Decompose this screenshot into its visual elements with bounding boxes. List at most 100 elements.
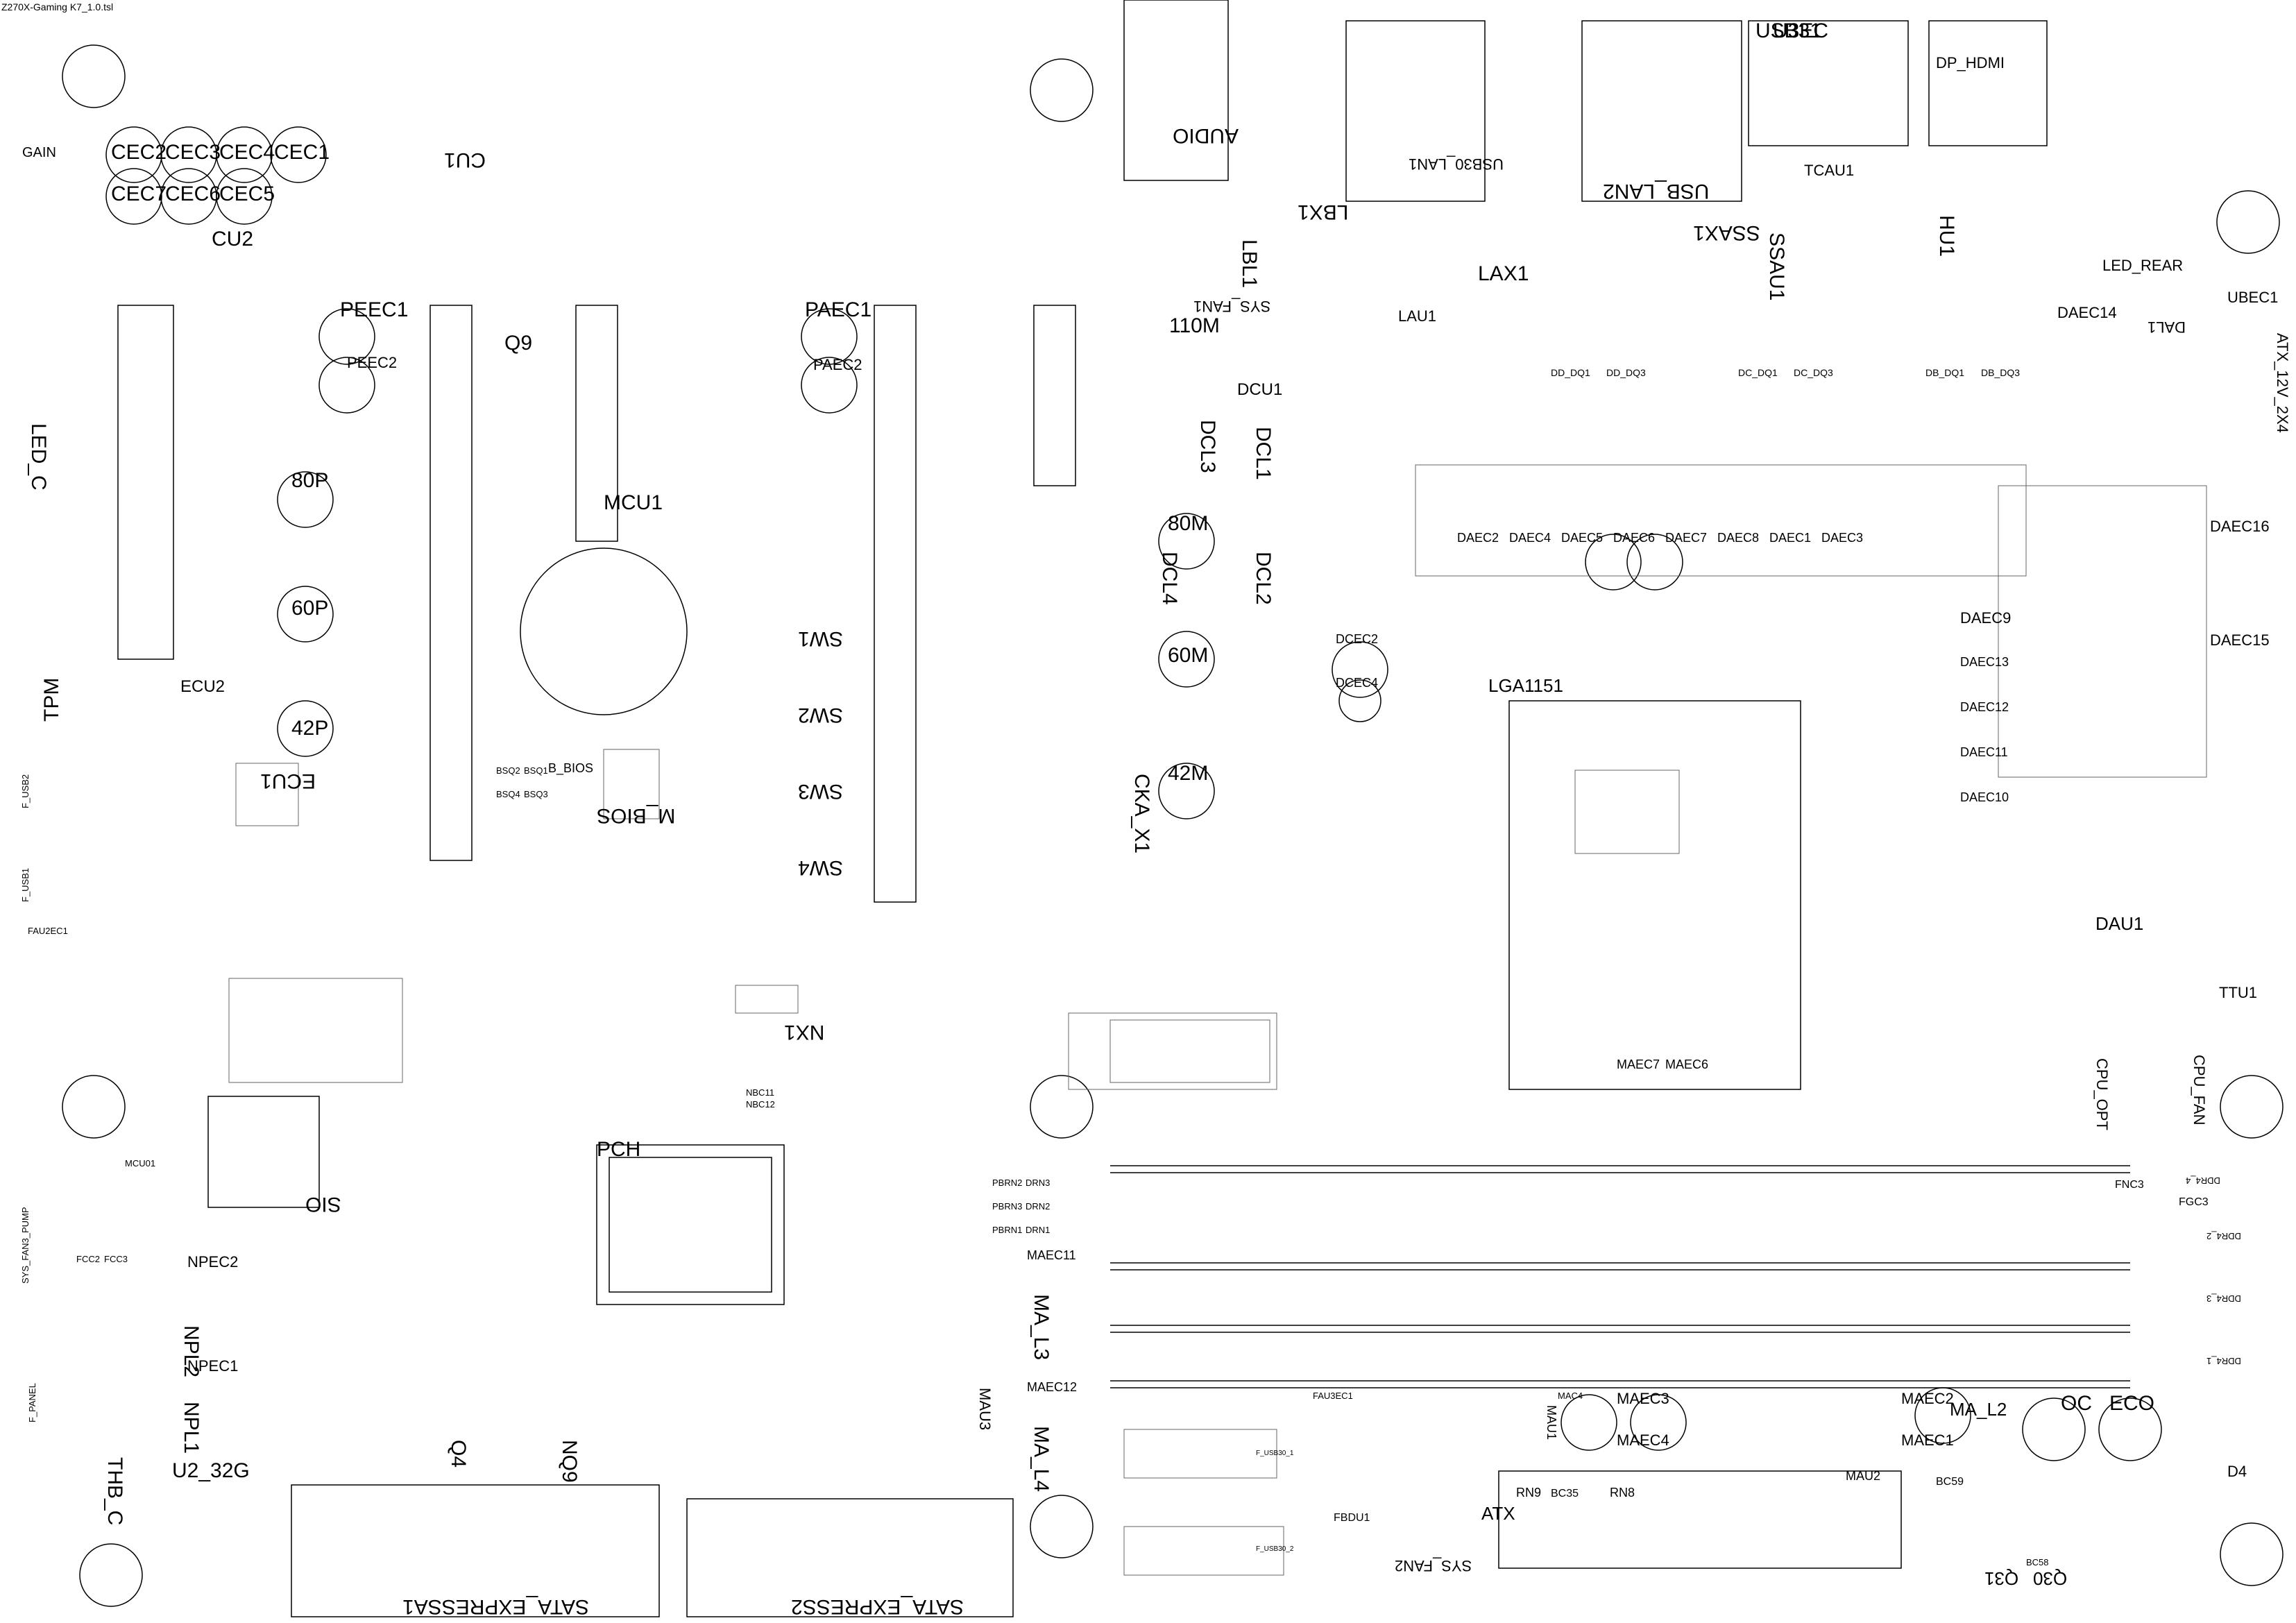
- led-rear-label: LED_REAR: [2102, 257, 2184, 274]
- cec7-label: CEC7: [111, 182, 167, 205]
- paec1-label: PAEC1: [805, 298, 872, 321]
- sata-express2-label: SATA_EXPRESS2: [791, 1595, 964, 1618]
- npl1-label: NPL1: [180, 1402, 203, 1454]
- pch-label: PCH: [597, 1138, 641, 1161]
- cec4-label: CEC4: [219, 141, 275, 164]
- maec4-label: MAEC4: [1617, 1431, 1669, 1449]
- daec-row-label: DAEC1: [1769, 531, 1812, 545]
- dq-label: DD_DQ3: [1606, 367, 1646, 378]
- lau1-label: LAU1: [1398, 307, 1437, 325]
- cpu-opt-label: CPU_OPT: [2093, 1058, 2111, 1130]
- mcu1-label: MCU1: [604, 491, 663, 514]
- dcec2-label: DCEC2: [1336, 632, 1379, 646]
- tcau1-label: TCAU1: [1804, 162, 1855, 179]
- q31-label: Q31: [1984, 1568, 2019, 1589]
- fau3ec1-label: FAU3EC1: [1313, 1391, 1353, 1401]
- cu2-label: CU2: [212, 228, 254, 250]
- dau1-label: DAU1: [2095, 913, 2144, 934]
- drn2-label: DRN2: [1026, 1201, 1051, 1212]
- maec12-label: MAEC12: [1027, 1380, 1078, 1394]
- q9-label: Q9: [504, 332, 533, 355]
- ubec1-label: UBEC1: [2227, 289, 2279, 306]
- atx-label: ATX: [1481, 1503, 1515, 1524]
- led-c-label: LED_C: [27, 423, 50, 491]
- f-usb30-1-label: F_USB30_1: [1256, 1450, 1294, 1457]
- ddr4-2-label: DDR4_2: [2206, 1231, 2241, 1241]
- maec7-label: MAEC7: [1617, 1057, 1660, 1071]
- ecu2-label: ECU2: [180, 677, 226, 696]
- f-usb30-2-label: F_USB30_2: [1256, 1545, 1294, 1553]
- daec-row-label: DAEC5: [1561, 531, 1604, 545]
- 60p-label: 60P: [291, 597, 329, 620]
- ma-l2-label: MA_L2: [1950, 1399, 2007, 1420]
- eco-label: ECO: [2109, 1392, 2155, 1415]
- sata-express-a1-label: SATA_EXPRESSA1: [402, 1595, 590, 1618]
- lax1-label: LAX1: [1478, 262, 1529, 285]
- ddr4-1-label: DDR4_1: [2206, 1356, 2241, 1366]
- 60m-label: 60M: [1168, 644, 1209, 667]
- ma-l3-label: MA_L3: [1030, 1294, 1053, 1361]
- ttu1-label: TTU1: [2219, 984, 2257, 1001]
- q30-label: Q30: [2033, 1568, 2068, 1589]
- daec12-label: DAEC12: [1960, 700, 2009, 714]
- fau2ec1-label: FAU2EC1: [28, 926, 68, 936]
- sw3-label: SW3: [798, 780, 844, 803]
- q4-label: Q4: [447, 1440, 470, 1468]
- fcc3-label: FCC3: [104, 1254, 128, 1264]
- maec2-label: MAEC2: [1901, 1390, 1954, 1407]
- hu1-label: HU1: [1935, 215, 1958, 257]
- sw4-label: SW4: [798, 856, 844, 879]
- tpm-label: TPM: [40, 677, 63, 722]
- fgc3-label: FGC3: [2179, 1196, 2209, 1208]
- maec1-label: MAEC1: [1901, 1431, 1954, 1449]
- sio-label: SIO: [305, 1193, 341, 1216]
- bsq3-label: BSQ3: [524, 789, 548, 799]
- mau3-label: MAU3: [976, 1388, 994, 1431]
- drn1-label: DRN1: [1026, 1225, 1051, 1235]
- rn9-label: RN9: [1516, 1486, 1542, 1499]
- usb31-label: USB31: [1755, 19, 1822, 42]
- daec16-label: DAEC16: [2210, 518, 2270, 535]
- pbrn2-label: PBRN2: [992, 1178, 1023, 1188]
- 42m-label: 42M: [1168, 762, 1209, 785]
- cec6-label: CEC6: [165, 182, 221, 205]
- gain-label: GAIN: [22, 145, 56, 160]
- maec11-label: MAEC11: [1027, 1248, 1076, 1262]
- dcec4-label: DCEC4: [1336, 676, 1379, 690]
- dq-label: DD_DQ1: [1551, 367, 1590, 378]
- daec9-label: DAEC9: [1960, 609, 2012, 627]
- daec10-label: DAEC10: [1960, 790, 2009, 804]
- ssau1-label: SSAU1: [1765, 232, 1788, 301]
- fnc3-label: FNC3: [2115, 1179, 2144, 1191]
- ma-l4-label: MA_L4: [1030, 1426, 1053, 1493]
- dcl3-label: DCL3: [1196, 420, 1219, 473]
- bc58-label: BC58: [2026, 1557, 2049, 1567]
- dq-label: DB_DQ3: [1981, 367, 2021, 378]
- cec3-label: CEC3: [165, 141, 221, 164]
- daec-row-label: DAEC4: [1509, 531, 1551, 545]
- dcl4-label: DCL4: [1158, 552, 1181, 605]
- daec-row-label: DAEC7: [1665, 531, 1708, 545]
- cu1-label: CU1: [444, 148, 486, 171]
- dcl1-label: DCL1: [1252, 427, 1275, 480]
- sw2-label: SW2: [798, 704, 844, 726]
- peec2-label: PEEC2: [347, 354, 398, 371]
- usb30-lan1-label: USB30_LAN1: [1409, 155, 1504, 173]
- maec6-label: MAEC6: [1665, 1057, 1709, 1071]
- dq-label: DC_DQ3: [1794, 367, 1833, 378]
- mau1-label: MAU1: [1545, 1405, 1558, 1441]
- cka-x1-label: CKA_X1: [1130, 774, 1153, 854]
- cec5-label: CEC5: [219, 182, 275, 205]
- lbx1-label: LBX1: [1298, 201, 1349, 223]
- daec-row-label: DAEC3: [1821, 531, 1864, 545]
- ssax1-label: SSAX1: [1693, 221, 1760, 244]
- paec2-label: PAEC2: [813, 356, 862, 373]
- f-usb1-label: F_USB1: [20, 867, 31, 902]
- mac4-label: MAC4: [1558, 1391, 1583, 1401]
- dp-hdmi-label: DP_HDMI: [1936, 54, 2005, 71]
- audio-label: AUDIO: [1173, 124, 1239, 147]
- d4-label: D4: [2227, 1463, 2247, 1480]
